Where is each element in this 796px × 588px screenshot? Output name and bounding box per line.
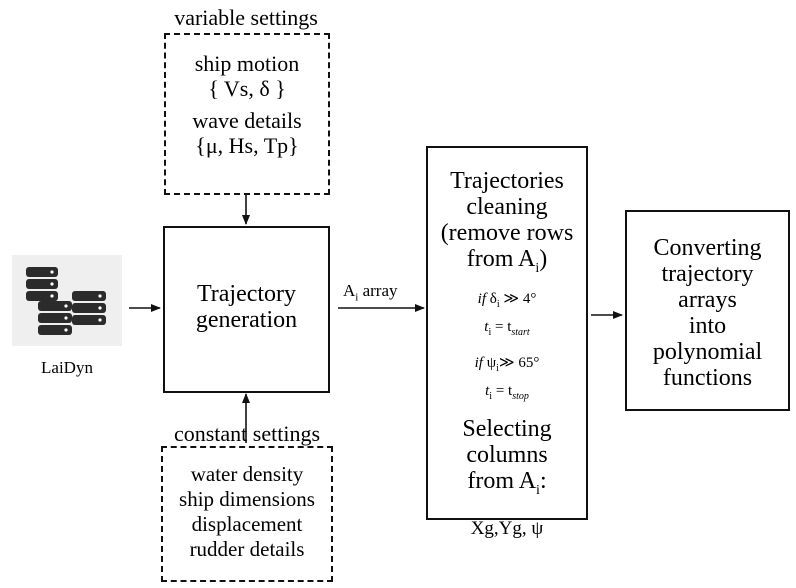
generation-line2: generation <box>195 307 298 333</box>
converting-line3: arrays <box>678 287 737 313</box>
condition-delta-sub: i <box>496 298 500 310</box>
generation-line1: Trajectory <box>196 281 297 307</box>
cleaning-line4: from Ai) <box>428 246 586 282</box>
converting-line2: trajectory <box>661 261 754 287</box>
converting-line1: Converting <box>653 235 762 261</box>
database-tile <box>12 255 122 346</box>
condition-psi-time: ti = tstop <box>428 382 586 406</box>
cleaning-line1: Trajectories <box>450 168 564 194</box>
cleaning-line4a: from A <box>466 246 536 272</box>
ai-array-label: Ai array <box>343 281 398 307</box>
ai-array-rest: array <box>358 281 398 300</box>
constant-item-displacement: displacement <box>191 512 303 536</box>
converting-box: Converting trajectory arrays into polyno… <box>625 210 790 411</box>
condition-psi-t: t <box>485 382 490 399</box>
condition-psi-eq: = t <box>492 382 513 399</box>
condition-delta-t: t <box>484 318 489 335</box>
constant-item-water-density: water density <box>190 462 304 486</box>
cleaning-line2: cleaning <box>466 194 548 220</box>
converting-line5: polynomial <box>652 339 763 365</box>
condition-delta-symbol: δ <box>486 290 497 307</box>
selecting-line3a: from A <box>467 467 537 494</box>
wave-details-vars: {μ, Hs, Tp} <box>195 133 299 158</box>
condition-delta: if δi ≫ 4° <box>428 290 586 314</box>
ai-array-sub: i <box>355 291 359 304</box>
constant-item-rudder-details: rudder details <box>189 537 305 561</box>
trajectory-generation-box: Trajectory generation <box>163 226 330 393</box>
variable-settings-heading: variable settings <box>174 5 318 30</box>
selecting-line3-sub: i <box>536 482 540 498</box>
cleaning-line4-sub: i <box>535 260 540 276</box>
condition-delta-rest: ≫ 4° <box>499 290 537 307</box>
converting-line4: into <box>688 313 727 339</box>
constant-settings-heading: constant settings <box>173 421 321 446</box>
constant-settings-box: water density ship dimensions displaceme… <box>161 446 333 582</box>
variable-settings-box: ship motion { Vs, δ } wave details {μ, H… <box>164 33 330 195</box>
condition-delta-if: if <box>477 290 487 307</box>
condition-psi-if: if <box>474 354 483 371</box>
database-label: LaiDyn <box>41 358 93 377</box>
cleaning-line4b: ) <box>539 246 548 272</box>
database-stack-icon <box>26 267 106 335</box>
cleaning-line3: (remove rows <box>440 220 574 246</box>
condition-psi-symbol: ψ <box>482 354 497 371</box>
condition-psi-rest: ≫ 65° <box>498 354 540 371</box>
ai-array-main: A <box>343 281 356 300</box>
converting-line6: functions <box>662 365 753 391</box>
selecting-line3b: : <box>539 467 547 494</box>
condition-psi-stop: stop <box>512 390 529 402</box>
selecting-line1: Selecting <box>462 415 552 442</box>
condition-psi: if ψi≫ 65° <box>428 354 586 378</box>
trajectories-cleaning-box: Trajectories cleaning (remove rows from … <box>426 146 588 539</box>
condition-delta-start: start <box>511 326 530 338</box>
condition-delta-tsub: i <box>488 326 492 338</box>
ship-motion-label: ship motion <box>194 51 300 76</box>
selected-columns: Xg,Yg, ψ <box>470 517 544 539</box>
ship-motion-vars: { Vs, δ } <box>208 76 286 101</box>
condition-delta-time: ti = tstart <box>428 318 586 342</box>
selecting-line2: columns <box>466 441 548 468</box>
wave-details-label: wave details <box>192 108 302 133</box>
condition-psi-sub: i <box>496 362 499 374</box>
condition-psi-tsub: i <box>489 390 493 402</box>
selecting-line3: from Ai: <box>428 468 586 504</box>
condition-delta-eq: = t <box>491 318 512 335</box>
constant-item-ship-dimensions: ship dimensions <box>179 487 315 511</box>
